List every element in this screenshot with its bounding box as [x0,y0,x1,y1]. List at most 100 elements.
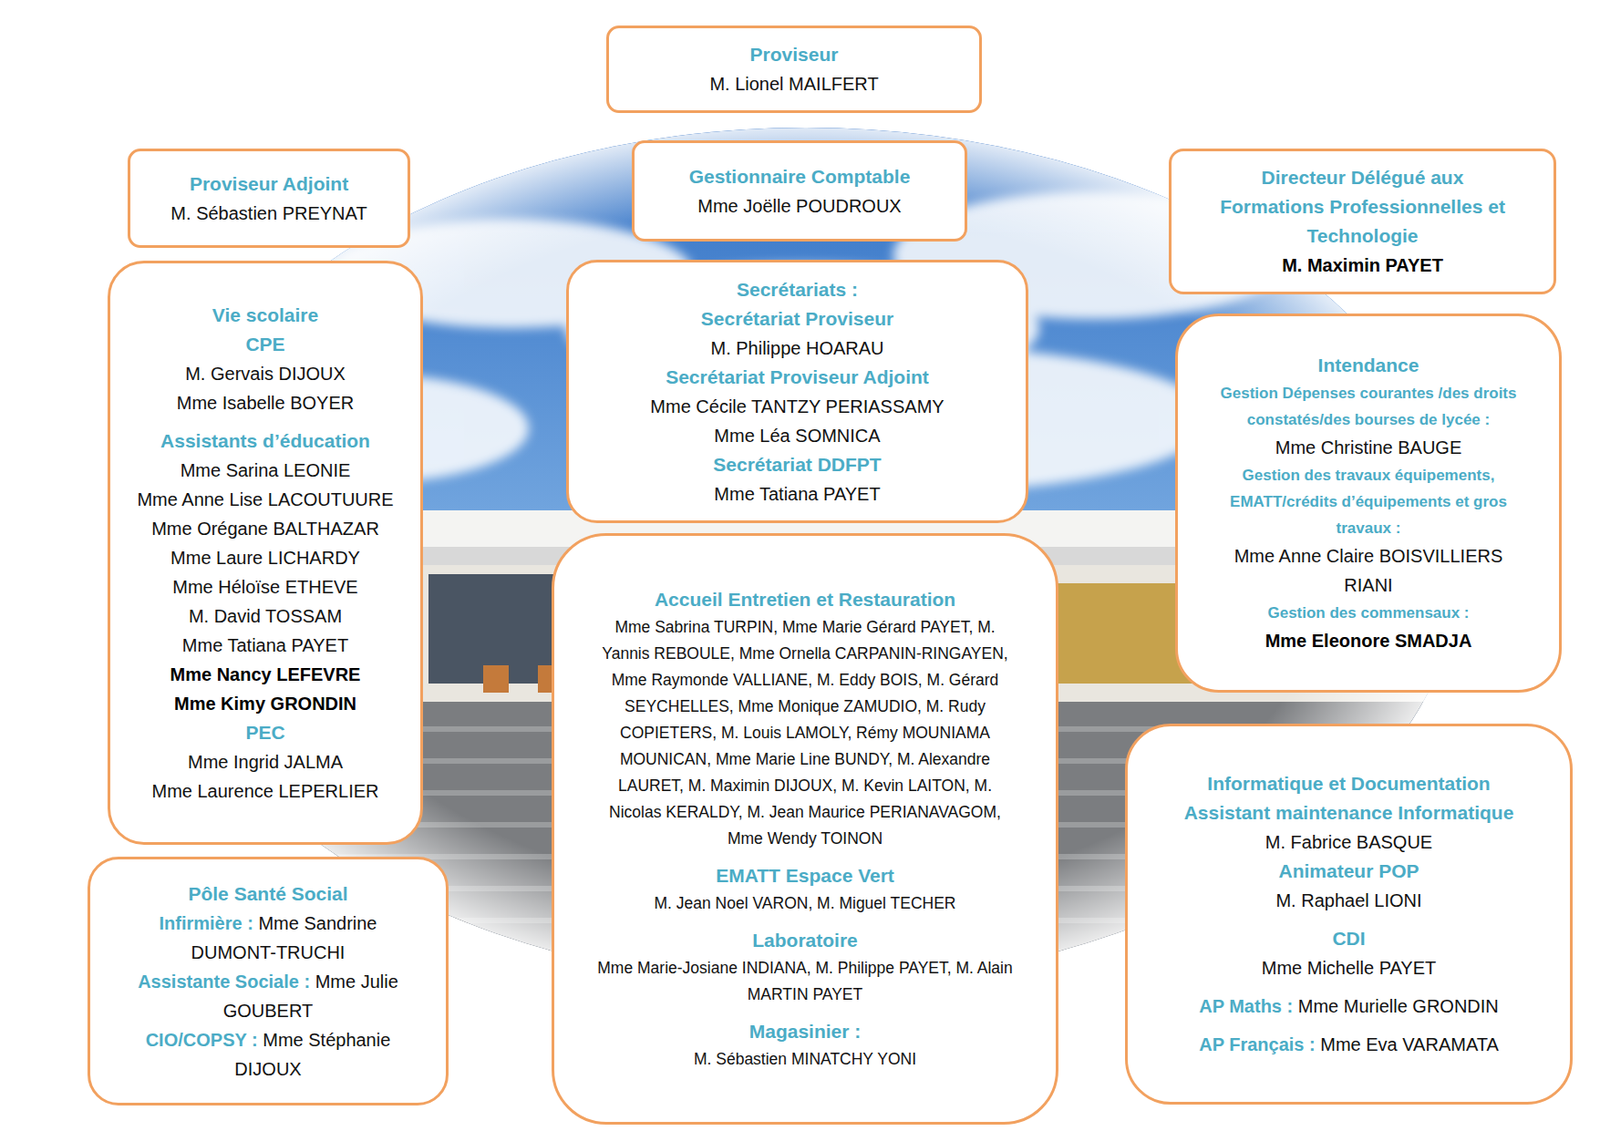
text-line: Animateur POP [1155,856,1543,887]
staff-name: M. Sébastien PREYNAT [143,198,395,228]
text-line: Assistant maintenance Informatique [1155,798,1543,828]
section-heading: Assistante Sociale : [137,971,310,992]
staff-name: Mme Michelle PAYET [1155,953,1543,983]
text-line: EMATT Espace Vert [592,861,1018,891]
text-line: M. Gervais DIJOUX [128,359,403,389]
staff-name: Mme Eleonore SMADJA [1212,626,1525,656]
text-line: Mme Léa SOMNICA [587,421,1008,451]
section-heading: Laboratoire [592,926,1018,956]
staff-name: Mme Anne Claire BOISVILLIERS RIANI [1212,541,1525,600]
section-heading: Gestion des commensaux : [1212,599,1525,627]
section-heading: Secrétariat Proviseur Adjoint [587,362,1008,393]
text-line: Informatique et Documentation [1155,769,1543,799]
text-line: Mme Tatiana PAYET [128,630,403,661]
section-heading: EMATT Espace Vert [592,861,1018,891]
section-heading: Secrétariat DDFPT [587,450,1008,480]
staff-name: Mme Laure LICHARDY [128,543,403,573]
section-heading: Secrétariat Proviseur [587,304,1008,334]
text-line: CDI [1155,924,1543,954]
text-line: M. David TOSSAM [128,601,403,631]
text-line: Mme Christine BAUGE [1212,433,1525,463]
staff-name: M. Maximin PAYET [1207,250,1518,280]
section-heading: CIO/COPSY : [145,1030,259,1051]
section-heading: Gestion des travaux équipements, EMATT/c… [1212,462,1525,542]
text-line: Mme Isabelle BOYER [128,388,403,418]
text-line: Intendance [1212,350,1525,381]
org-box: Informatique et DocumentationAssistant m… [1125,723,1573,1105]
staff-name: Mme Eva VARAMATA [1320,1034,1499,1055]
text-line: AP Français : Mme Eva VARAMATA [1155,1030,1543,1060]
text-line: Mme Cécile TANTZY PERIASSAMY [587,392,1008,422]
staff-name: M. Jean Noel VARON, M. Miguel TECHER [592,890,1018,918]
org-box: Vie scolaireCPEM. Gervais DIJOUXMme Isab… [107,260,424,846]
text-line: Mme Laurence LEPERLIER [128,776,403,806]
text-line: Vie scolaire [128,300,403,331]
staff-name: Mme Isabelle BOYER [128,388,403,418]
text-line: Mme Sabrina TURPIN, Mme Marie Gérard PAY… [592,614,1018,853]
section-heading: Magasinier : [592,1017,1018,1047]
text-line: AP Maths : Mme Murielle GRONDIN [1155,991,1543,1022]
text-line: Gestion des commensaux : [1212,599,1525,627]
text-line: Mme Laure LICHARDY [128,543,403,573]
staff-name: Mme Murielle GRONDIN [1298,996,1499,1017]
text-line: Mme Orégane BALTHAZAR [128,514,403,544]
section-heading: Proviseur [621,40,967,70]
staff-name: Mme Christine BAUGE [1212,433,1525,463]
staff-name: M. David TOSSAM [128,601,403,631]
text-line: Proviseur [621,40,967,70]
text-line: M. Sébastien PREYNAT [143,198,395,228]
text-line: CPE [128,330,403,360]
text-line: Infirmière : Mme Sandrine DUMONT-TRUCHI [126,908,410,968]
text-line: Directeur Délégué aux Formations Profess… [1207,163,1518,251]
staff-name: M. Raphael LIONI [1155,886,1543,916]
section-heading: Infirmière : [159,913,254,934]
text-line: Mme Michelle PAYET [1155,953,1543,983]
text-line: Mme Kimy GRONDIN [128,689,403,719]
text-line: M. Lionel MAILFERT [621,69,967,99]
text-line: Mme Sarina LEONIE [128,455,403,486]
section-heading: PEC [128,718,403,748]
text-line: Secrétariat DDFPT [587,450,1008,480]
org-box: Gestionnaire ComptableMme Joëlle POUDROU… [631,140,968,242]
org-box: Secrétariats :Secrétariat ProviseurM. Ph… [566,259,1029,524]
org-box: Directeur Délégué aux Formations Profess… [1168,148,1557,295]
text-line: Mme Eleonore SMADJA [1212,626,1525,656]
staff-name: M. Lionel MAILFERT [621,69,967,99]
text-line: Mme Marie-Josiane INDIANA, M. Philippe P… [592,955,1018,1009]
text-line: Magasinier : [592,1017,1018,1047]
text-line: M. Sébastien MINATCHY YONI [592,1046,1018,1074]
section-heading: Accueil Entretien et Restauration [592,585,1018,615]
text-line: Mme Anne Claire BOISVILLIERS RIANI [1212,541,1525,600]
text-line: M. Maximin PAYET [1207,250,1518,280]
text-line: CIO/COPSY : Mme Stéphanie DIJOUX [126,1025,410,1084]
staff-name: Mme Sarina LEONIE [128,455,403,486]
section-heading: Gestion Dépenses courantes /des droits c… [1212,380,1525,434]
text-line: Secrétariat Proviseur [587,304,1008,334]
text-line: Mme Anne Lise LACOUTUURE [128,485,403,515]
text-line: M. Jean Noel VARON, M. Miguel TECHER [592,890,1018,918]
section-heading: Directeur Délégué aux Formations Profess… [1207,163,1518,251]
staff-name: Mme Tatiana PAYET [128,630,403,661]
staff-name: Mme Ingrid JALMA [128,747,403,777]
section-heading: AP Maths : [1198,996,1293,1017]
section-heading: Informatique et Documentation [1155,769,1543,799]
staff-name: Mme Héloïse ETHEVE [128,572,403,602]
section-heading: Proviseur Adjoint [143,169,395,199]
staff-name: Mme Laurence LEPERLIER [128,776,403,806]
section-heading: Intendance [1212,350,1525,381]
text-line: PEC [128,718,403,748]
staff-name: M. Sébastien MINATCHY YONI [592,1046,1018,1074]
text-line: Accueil Entretien et Restauration [592,585,1018,615]
text-line: Mme Joëlle POUDROUX [647,191,952,221]
staff-name: M. Philippe HOARAU [587,333,1008,363]
text-line: Gestion des travaux équipements, EMATT/c… [1212,462,1525,542]
staff-name: Mme Orégane BALTHAZAR [128,514,403,544]
staff-name: Mme Kimy GRONDIN [128,689,403,719]
staff-name: Mme Cécile TANTZY PERIASSAMY [587,392,1008,422]
org-box: Accueil Entretien et RestaurationMme Sab… [551,533,1059,1126]
section-heading: Pôle Santé Social [126,879,410,909]
section-heading: Vie scolaire [128,300,403,331]
text-line: Laboratoire [592,926,1018,956]
section-heading: CPE [128,330,403,360]
text-line: Secrétariat Proviseur Adjoint [587,362,1008,393]
